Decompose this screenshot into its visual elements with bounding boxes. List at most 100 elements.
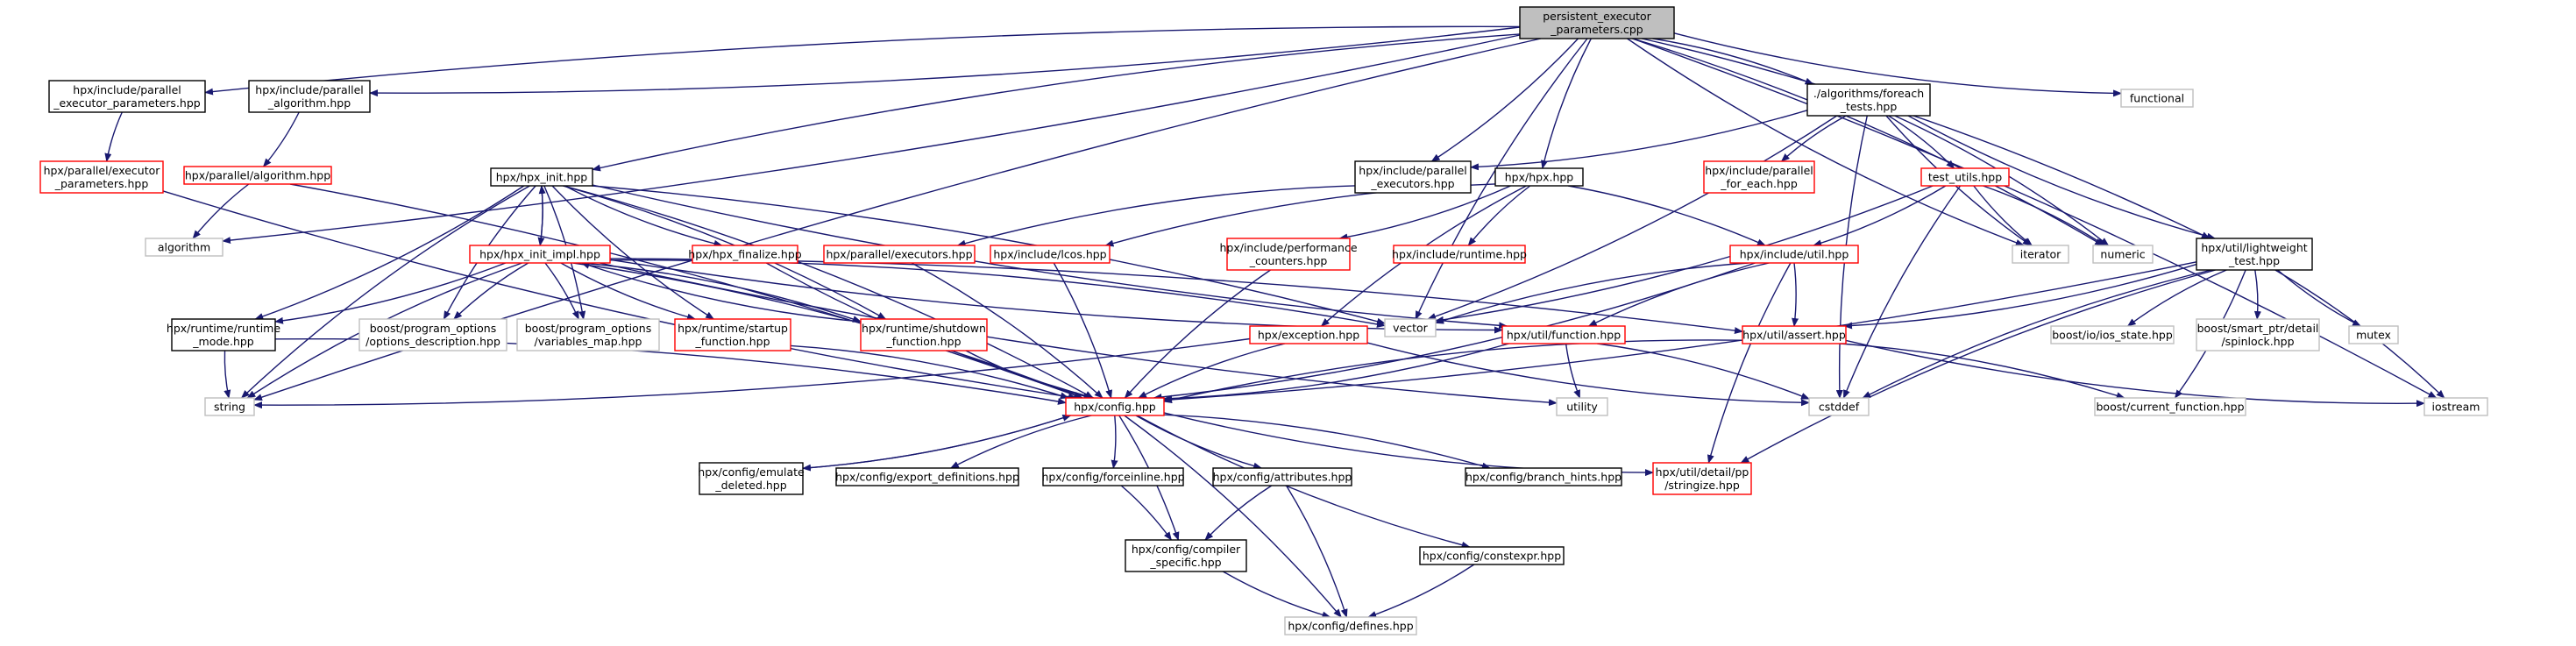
node-label-numeric-line-0: numeric — [2100, 248, 2145, 261]
edge-inc_alg-to-par_alg — [262, 111, 300, 167]
node-inc_pep[interactable]: hpx/include/parallel_executor_parameters… — [48, 80, 206, 113]
node-foreach[interactable]: ./algorithms/foreach_tests.hpp — [1806, 83, 1931, 117]
node-hpx_finalize[interactable]: hpx/hpx_finalize.hpp — [688, 245, 802, 264]
node-label-hpx_hpp-line-0: hpx/hpx.hpp — [1505, 171, 1574, 184]
edge-config-to-export_defs — [949, 415, 1092, 469]
edge-root-to-lightweight — [1641, 38, 2211, 239]
edge-par_alg-to-algorithm — [192, 183, 250, 239]
edge-root-to-hpx_init — [592, 33, 1521, 172]
node-label-test_utils-line-0: test_utils.hpp — [1928, 171, 2002, 184]
node-config[interactable]: hpx/config.hpp — [1065, 397, 1165, 416]
edge-attributes-to-compiler — [1204, 485, 1273, 541]
node-label-po_vmap-line-0: boost/program_options — [525, 322, 652, 335]
node-hpx_hpp[interactable]: hpx/hpx.hpp — [1494, 167, 1584, 187]
edge-inc_pex-to-par_exec — [956, 185, 1356, 247]
node-util_assert[interactable]: hpx/util/assert.hpp — [1742, 325, 1847, 344]
node-perf[interactable]: hpx/include/performance_counters.hpp — [1219, 238, 1358, 271]
edge-exception-to-config — [1138, 343, 1286, 399]
node-root[interactable]: persistent_executor_parameters.cpp — [1519, 6, 1675, 39]
node-inc_alg[interactable]: hpx/include/parallel_algorithm.hpp — [248, 80, 371, 113]
node-label-runtime_mode-line-0: hpx/runtime/runtime — [167, 322, 280, 335]
edge-perf-to-config — [1124, 269, 1271, 399]
node-par_alg[interactable]: hpx/parallel/algorithm.hpp — [183, 166, 332, 185]
edge-hpx_init_impl-to-utility — [600, 262, 1558, 407]
node-label-defines-line-0: hpx/config/defines.hpp — [1288, 620, 1413, 633]
node-box-inc_runtime — [1393, 245, 1526, 264]
node-startup_fn[interactable]: hpx/runtime/startup_function.hpp — [674, 318, 791, 351]
node-box-algorithm — [145, 238, 224, 257]
node-label-cstddef-line-0: cstddef — [1819, 401, 1860, 414]
node-compiler[interactable]: hpx/config/compiler_specific.hpp — [1125, 539, 1247, 572]
node-label-iostream-line-0: iostream — [2432, 401, 2480, 414]
node-forceinline[interactable]: hpx/config/forceinline.hpp — [1041, 467, 1185, 486]
node-label-branch_hints-line-0: hpx/config/branch_hints.hpp — [1465, 471, 1622, 484]
node-label-compiler-line-0: hpx/config/compiler — [1132, 543, 1241, 556]
edge-root-to-inc_alg — [369, 26, 1521, 97]
node-label-inc_runtime-line-0: hpx/include/runtime.hpp — [1392, 248, 1527, 261]
edge-config-to-defines — [1124, 415, 1342, 618]
node-exception[interactable]: hpx/exception.hpp — [1249, 325, 1368, 344]
node-test_utils[interactable]: test_utils.hpp — [1920, 167, 2010, 187]
node-box-string — [204, 397, 255, 416]
node-label-config-line-0: hpx/config.hpp — [1074, 401, 1156, 414]
edge-hpx_init-to-vector — [592, 185, 1386, 325]
edge-foreach-to-lightweight — [1907, 115, 2216, 240]
node-constexpr[interactable]: hpx/config/constexpr.hpp — [1419, 546, 1565, 565]
edge-root-to-iostream — [1632, 38, 2438, 399]
node-hpx_init[interactable]: hpx/hpx_init.hpp — [490, 167, 593, 187]
edge-hpx_init-to-runtime_mode — [254, 185, 525, 320]
edge-emulate-to-config — [802, 414, 1072, 469]
node-label-shutdown_fn-line-1: _function.hpp — [885, 335, 961, 348]
node-shutdown_fn[interactable]: hpx/runtime/shutdown_function.hpp — [860, 318, 988, 351]
node-lightweight[interactable]: hpx/util/lightweight_test.hpp — [2196, 238, 2313, 271]
edge-hpx_init-to-startup_fn — [551, 185, 715, 320]
node-emulate[interactable]: hpx/config/emulate_deleted.hpp — [698, 462, 805, 495]
node-box-io_state — [2050, 325, 2175, 344]
edge-lightweight-to-config — [1163, 261, 2197, 403]
edge-compiler-to-defines — [1222, 571, 1331, 619]
edge-config-to-constexpr — [1136, 415, 1471, 549]
node-inc_pex[interactable]: hpx/include/parallel_executors.hpp — [1354, 160, 1472, 194]
node-label-par_foreach-line-0: hpx/include/parallel — [1705, 164, 1813, 177]
edge-layer — [104, 25, 2445, 619]
node-box-defines — [1284, 616, 1417, 635]
node-inc_util[interactable]: hpx/include/util.hpp — [1729, 245, 1859, 264]
node-label-par_pep-line-0: hpx/parallel/executor — [44, 164, 161, 177]
node-hpx_init_impl[interactable]: hpx/hpx_init_impl.hpp — [469, 245, 611, 264]
node-box-perf — [1226, 238, 1351, 271]
edge-lightweight-to-spinlock — [2253, 269, 2261, 320]
edge-inc_util-to-vector — [1435, 262, 1749, 324]
node-label-inc_pep-line-1: _executor_parameters.hpp — [53, 96, 200, 110]
edge-foreach-to-inc_pex — [1470, 110, 1808, 171]
node-box-constexpr — [1419, 546, 1565, 565]
node-box-iterator — [2012, 245, 2069, 264]
node-export_defs[interactable]: hpx/config/export_definitions.hpp — [835, 467, 1019, 486]
edge-par_pep-to-config — [162, 190, 1077, 401]
node-attributes[interactable]: hpx/config/attributes.hpp — [1212, 467, 1352, 486]
node-label-current_fn-line-0: boost/current_function.hpp — [2096, 401, 2244, 414]
node-par_pep[interactable]: hpx/parallel/executor_parameters.hpp — [39, 160, 164, 194]
edge-root-to-vector — [1415, 38, 1588, 320]
node-stringize[interactable]: hpx/util/detail/pp/stringize.hpp — [1652, 462, 1752, 495]
node-util_function[interactable]: hpx/util/function.hpp — [1501, 325, 1626, 344]
edge-attributes-to-defines — [1286, 485, 1348, 618]
edge-lightweight-to-cstddef — [1862, 269, 2212, 399]
edge-exception-to-string — [253, 337, 1251, 409]
node-label-inc_pex-line-1: _executors.hpp — [1370, 177, 1454, 190]
node-box-shutdown_fn — [860, 318, 988, 351]
node-par_foreach[interactable]: hpx/include/parallel_for_each.hpp — [1703, 160, 1815, 194]
node-box-current_fn — [2094, 397, 2246, 416]
node-string: string — [204, 397, 255, 416]
node-label-inc_util-line-0: hpx/include/util.hpp — [1740, 248, 1849, 261]
node-label-runtime_mode-line-1: _mode.hpp — [192, 335, 254, 348]
node-par_exec[interactable]: hpx/parallel/executors.hpp — [823, 245, 976, 264]
node-label-utility-line-0: utility — [1566, 401, 1598, 414]
edge-root-to-inc_pex — [1430, 38, 1579, 162]
node-lcos[interactable]: hpx/include/lcos.hpp — [990, 245, 1111, 264]
node-inc_runtime[interactable]: hpx/include/runtime.hpp — [1392, 245, 1527, 264]
node-runtime_mode[interactable]: hpx/runtime/runtime_mode.hpp — [167, 318, 280, 351]
node-label-hpx_init-line-0: hpx/hpx_init.hpp — [496, 171, 588, 184]
node-branch_hints[interactable]: hpx/config/branch_hints.hpp — [1465, 467, 1622, 486]
edge-hpx_init_impl-to-po_vmap — [544, 262, 579, 320]
